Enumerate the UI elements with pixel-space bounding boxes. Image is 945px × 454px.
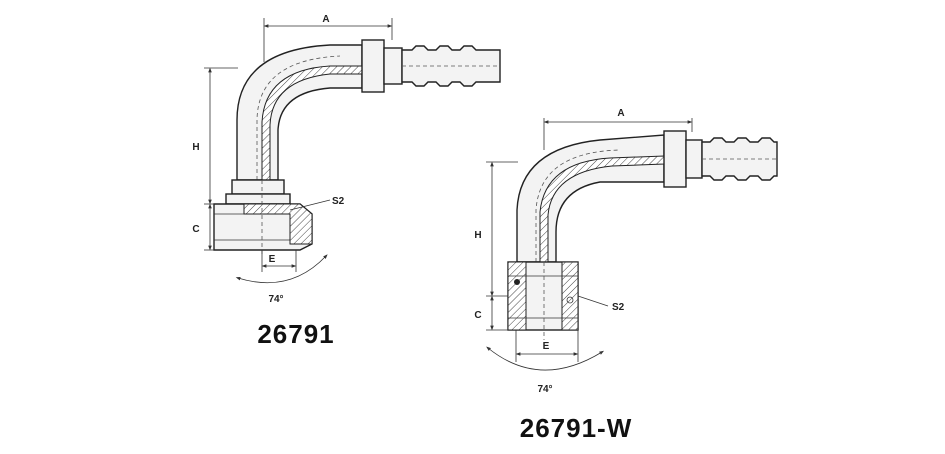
hose-tail	[361, 39, 501, 93]
swivel-nut	[213, 180, 331, 256]
dimension-a-label: A	[617, 108, 624, 119]
dimension-h-label: H	[474, 230, 481, 241]
dimension-e-label: E	[269, 254, 276, 265]
part-number-26791-w: 26791-W	[520, 413, 633, 443]
fitting-26791-w: A H C E S2 74° 26791-W	[474, 108, 778, 443]
hose-tail	[663, 130, 778, 188]
part-number-26791: 26791	[257, 319, 334, 349]
elbow-body	[236, 44, 363, 181]
dimension-h-label: H	[192, 142, 199, 153]
swivel-nut	[507, 261, 609, 340]
angle-label: 74°	[268, 294, 283, 305]
dimension-e-label: E	[543, 341, 550, 352]
collar	[225, 179, 291, 205]
dimension-c-label: C	[474, 310, 481, 321]
dimension-s2-label: S2	[612, 302, 625, 313]
elbow-body	[516, 134, 665, 263]
fitting-26791: A H C E S2 74° 26791	[192, 14, 501, 349]
dimension-s2-label: S2	[332, 196, 345, 207]
dimension-c-label: C	[192, 224, 199, 235]
angle-label: 74°	[537, 384, 552, 395]
dimension-a-label: A	[322, 14, 329, 25]
